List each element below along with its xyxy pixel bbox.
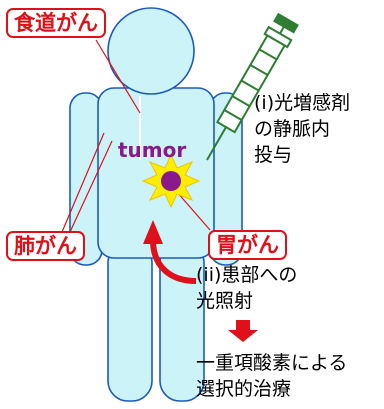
step-i-injection-text: (i)光増感剤 の静脈内 投与 [254, 90, 350, 168]
down-arrow [228, 320, 258, 342]
esophageal-cancer-label: 食道がん [6, 8, 106, 38]
left-leg [108, 243, 152, 401]
tumor-mass [161, 171, 181, 191]
tumor-label: tumor [118, 138, 186, 162]
step-ii-irradiation-text: (ii)患部への 光照射 [196, 262, 297, 314]
selective-treatment-text: 一重項酸素による 選択的治療 [196, 350, 347, 402]
lung-cancer-label: 肺がん [6, 231, 85, 261]
human-figure [70, 8, 242, 401]
stomach-cancer-label: 胃がん [208, 230, 287, 260]
